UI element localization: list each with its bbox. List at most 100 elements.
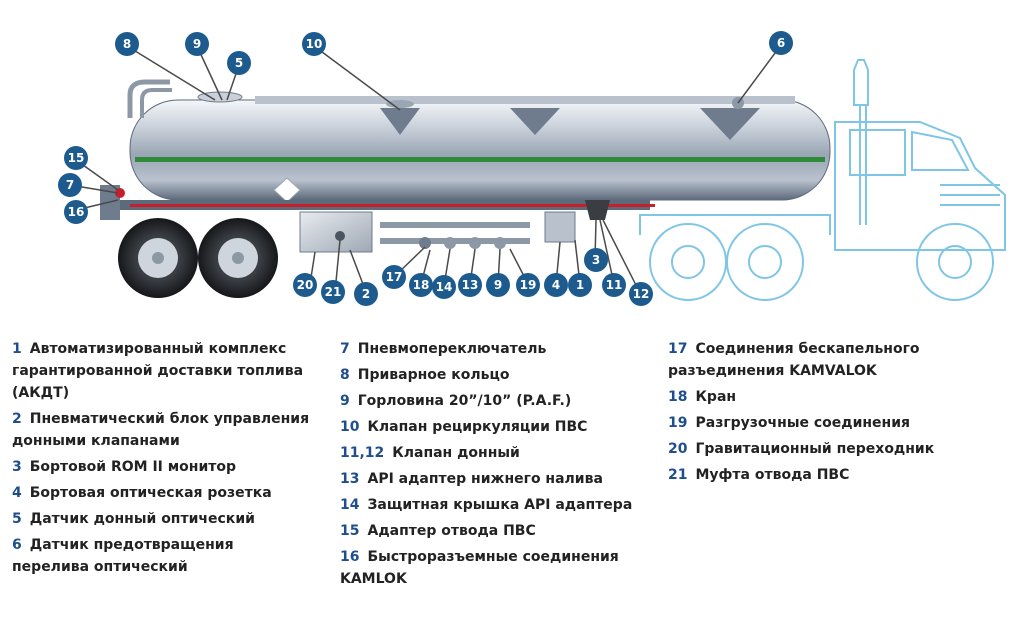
legend-number: 15: [340, 523, 360, 539]
legend-text: Кран: [695, 389, 737, 405]
callout-badge: 21: [321, 280, 345, 304]
legend-item: 3 Бортовой ROM II монитор: [12, 456, 312, 478]
legend-text: Датчик предотвращения перелива оптически…: [12, 537, 234, 575]
truck-cab: [639, 59, 1006, 301]
legend-item: 4 Бортовая оптическая розетка: [12, 482, 312, 504]
legend-text: Горловина 20”/10” (P.A.F.): [357, 393, 572, 409]
legend-item: 18 Кран: [668, 386, 968, 408]
legend-text: Пневмопереключатель: [357, 341, 547, 357]
leader-lines: [69, 44, 782, 294]
trailer-wheels: [118, 218, 278, 298]
legend-text: Клапан рециркуляции ПВС: [367, 419, 588, 435]
callout-badge: 20: [293, 273, 317, 297]
svg-text:11: 11: [606, 278, 623, 292]
callout-badge: 1: [568, 273, 592, 297]
callout-badge: 10: [302, 32, 326, 56]
legend-text: Автоматизированный комплекс гарантирован…: [12, 341, 304, 401]
legend-number: 19: [668, 415, 688, 431]
legend-number: 2: [12, 411, 22, 427]
legend-item: 11,12 Клапан донный: [340, 442, 640, 464]
svg-text:2: 2: [362, 287, 370, 301]
svg-text:18: 18: [413, 278, 430, 292]
legend-number: 21: [668, 467, 688, 483]
callout-badges: 8 9 5 10 6 15 7 16 20 21 2 17 18 14 13 9…: [58, 31, 793, 306]
svg-text:5: 5: [235, 56, 243, 70]
legend-number: 20: [668, 441, 688, 457]
svg-text:9: 9: [193, 37, 201, 51]
legend-number: 11,12: [340, 445, 385, 461]
legend-text: Бортовая оптическая розетка: [29, 485, 272, 501]
legend-text: Бортовой ROM II монитор: [29, 459, 237, 475]
legend-text: Защитная крышка API адаптера: [367, 497, 633, 513]
callout-badge: 2: [354, 282, 378, 306]
legend-item: 10 Клапан рециркуляции ПВС: [340, 416, 640, 438]
svg-text:19: 19: [520, 278, 537, 292]
legend-item: 13 API адаптер нижнего налива: [340, 468, 640, 490]
legend-item: 21 Муфта отвода ПВС: [668, 464, 968, 486]
legend-item: 14 Защитная крышка API адаптера: [340, 494, 640, 516]
svg-text:15: 15: [68, 151, 85, 165]
legend-item: 9 Горловина 20”/10” (P.A.F.): [340, 390, 640, 412]
svg-text:4: 4: [552, 278, 560, 292]
legend-number: 9: [340, 393, 350, 409]
callout-badge: 13: [458, 273, 482, 297]
callout-badge: 9: [486, 273, 510, 297]
svg-text:17: 17: [386, 270, 403, 284]
svg-text:9: 9: [494, 278, 502, 292]
tank: [127, 79, 831, 203]
legend-text: Пневматический блок управления донными к…: [12, 411, 310, 449]
legend-number: 4: [12, 485, 22, 501]
callout-badge: 16: [64, 200, 88, 224]
legend-item: 19 Разгрузочные соединения: [668, 412, 968, 434]
legend-number: 18: [668, 389, 688, 405]
legend-number: 6: [12, 537, 22, 553]
legend-text: Датчик донный оптический: [29, 511, 255, 527]
callout-badge: 11: [602, 273, 626, 297]
legend-number: 13: [340, 471, 360, 487]
legend-number: 7: [340, 341, 350, 357]
callout-badge: 17: [382, 265, 406, 289]
legend-text: Адаптер отвода ПВС: [367, 523, 536, 539]
callout-badge: 5: [227, 51, 251, 75]
callout-badge: 19: [516, 273, 540, 297]
svg-text:6: 6: [777, 36, 785, 50]
svg-text:1: 1: [576, 278, 584, 292]
legend-text: Клапан донный: [392, 445, 520, 461]
legend-number: 10: [340, 419, 360, 435]
callout-badge: 14: [432, 275, 456, 299]
legend-text: Быстроразъемные соединения KAMLOK: [340, 549, 619, 587]
svg-text:3: 3: [592, 253, 600, 267]
legend-item: 8 Приварное кольцо: [340, 364, 640, 386]
legend-item: 7 Пневмопереключатель: [340, 338, 640, 360]
callout-badge: 8: [115, 32, 139, 56]
legend-item: 15 Адаптер отвода ПВС: [340, 520, 640, 542]
callout-badge: 7: [58, 173, 82, 197]
svg-text:13: 13: [462, 278, 479, 292]
callout-badge: 15: [64, 146, 88, 170]
callout-badge: 18: [409, 273, 433, 297]
legend-number: 8: [340, 367, 350, 383]
callout-badge: 4: [544, 273, 568, 297]
legend-text: API адаптер нижнего налива: [367, 471, 603, 487]
legend-number: 3: [12, 459, 22, 475]
chassis: [100, 185, 655, 253]
legend-text: Муфта отвода ПВС: [695, 467, 850, 483]
callout-badge: 6: [769, 31, 793, 55]
legend-number: 14: [340, 497, 360, 513]
svg-text:21: 21: [325, 285, 342, 299]
svg-text:12: 12: [633, 287, 650, 301]
legend-text: Разгрузочные соединения: [695, 415, 911, 431]
legend-number: 1: [12, 341, 22, 357]
callout-badge: 12: [629, 282, 653, 306]
legend-text: Приварное кольцо: [357, 367, 510, 383]
callout-badge: 9: [185, 32, 209, 56]
legend-number: 16: [340, 549, 360, 565]
